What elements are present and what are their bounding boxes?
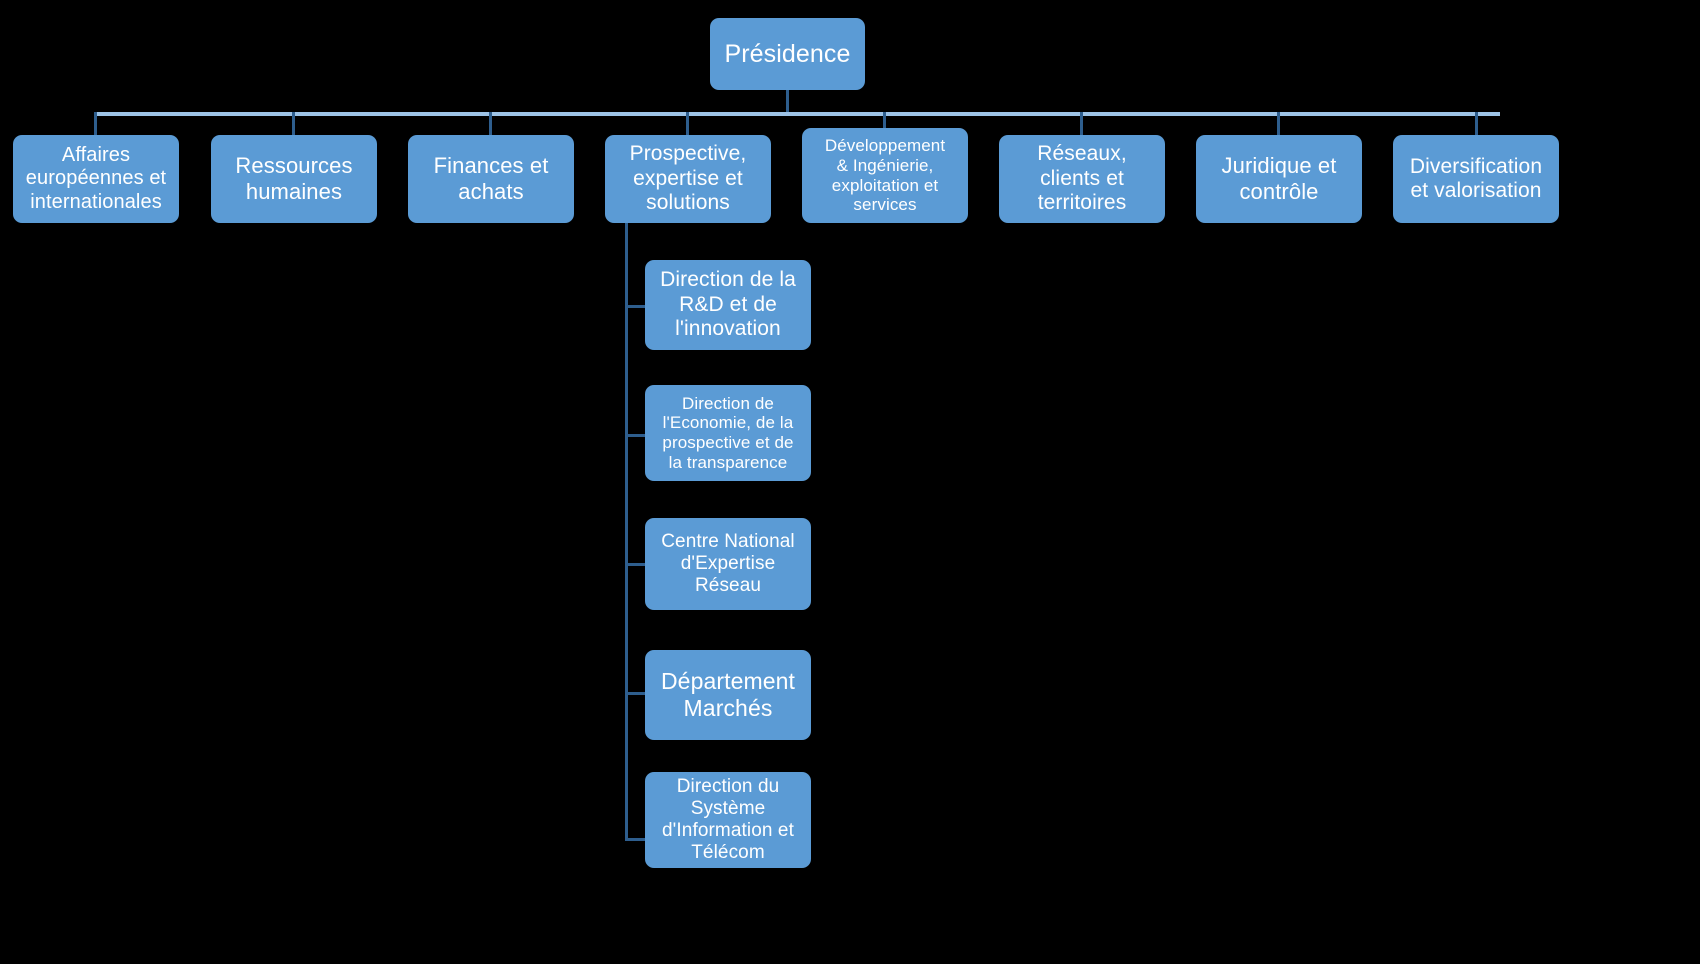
node-ressources-humaines[interactable]: Ressources humaines	[211, 135, 377, 223]
connector-stub-direction-si-telecom	[625, 838, 647, 841]
connector-stub-direction-rd	[625, 305, 647, 308]
node-centre-national-expertise[interactable]: Centre National d'Expertise Réseau	[645, 518, 811, 610]
connector-stub-departement-marches	[625, 692, 647, 695]
connector-drop-diversification-valorisation	[1475, 112, 1478, 137]
node-developpement-ingenierie[interactable]: Développement & Ingénierie, exploitation…	[802, 128, 968, 223]
connector-stub-direction-economie	[625, 434, 647, 437]
node-affaires-europeennes[interactable]: Affaires européennes et internationales	[13, 135, 179, 223]
connector-drop-reseaux-clients	[1080, 112, 1083, 137]
connector-stub-centre-national-expertise	[625, 563, 647, 566]
connector-drop-developpement-ingenierie	[883, 112, 886, 130]
node-direction-economie[interactable]: Direction de l'Economie, de la prospecti…	[645, 385, 811, 481]
connector-drop-affaires-europeennes	[94, 112, 97, 137]
connector-drop-juridique-controle	[1277, 112, 1280, 137]
node-departement-marches[interactable]: Département Marchés	[645, 650, 811, 740]
node-presidence[interactable]: Présidence	[710, 18, 865, 90]
node-diversification-valorisation[interactable]: Diversification et valorisation	[1393, 135, 1559, 223]
connector-drop-ressources-humaines	[292, 112, 295, 137]
connector-level2-bus	[95, 112, 1500, 116]
node-direction-rd[interactable]: Direction de la R&D et de l'innovation	[645, 260, 811, 350]
node-reseaux-clients[interactable]: Réseaux, clients et territoires	[999, 135, 1165, 223]
connector-prospective-trunk	[625, 222, 628, 840]
node-juridique-controle[interactable]: Juridique et contrôle	[1196, 135, 1362, 223]
connector-root-stem	[786, 88, 789, 114]
node-prospective-expertise[interactable]: Prospective, expertise et solutions	[605, 135, 771, 223]
connector-drop-prospective-expertise	[686, 112, 689, 137]
node-finances-achats[interactable]: Finances et achats	[408, 135, 574, 223]
node-direction-si-telecom[interactable]: Direction du Système d'Information et Té…	[645, 772, 811, 868]
connector-drop-finances-achats	[489, 112, 492, 137]
